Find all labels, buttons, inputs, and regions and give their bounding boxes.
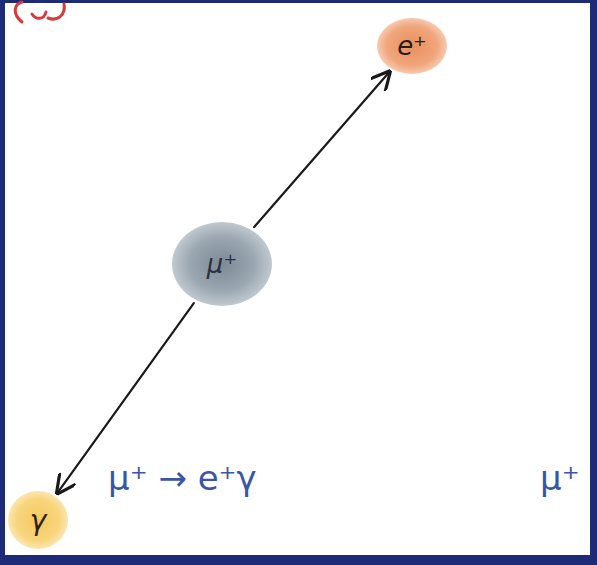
particle-label: e⁺ <box>397 31 427 61</box>
red-scribble <box>15 2 22 22</box>
muon-blob: μ⁺ <box>172 222 272 306</box>
particle-label: γ <box>30 504 47 537</box>
particle-label: μ⁺ <box>207 249 237 279</box>
photon-blob: γ <box>8 491 68 549</box>
decay-arrow <box>254 72 389 227</box>
positron-blob: e⁺ <box>377 18 447 74</box>
red-scribble <box>48 4 64 19</box>
slide-ground <box>5 3 590 555</box>
particle-symbol: μ⁺ <box>540 458 580 498</box>
red-scribble <box>32 12 46 18</box>
decay-equation: μ⁺ → e⁺γ <box>108 458 257 498</box>
